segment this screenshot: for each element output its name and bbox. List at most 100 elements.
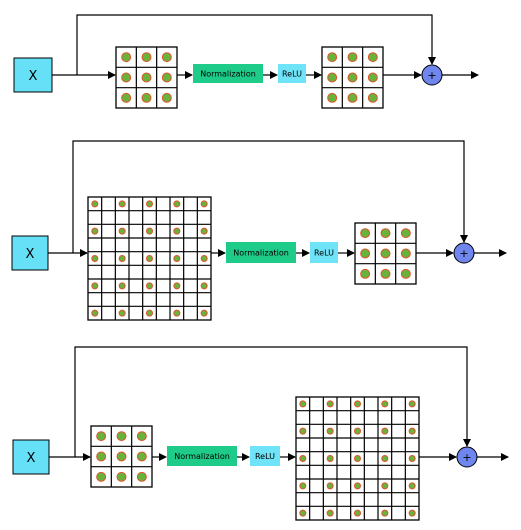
grid-dot bbox=[408, 454, 416, 463]
grid-dot bbox=[200, 282, 208, 290]
grid-dot bbox=[326, 400, 334, 408]
relu-box bbox=[310, 242, 338, 263]
input-grid bbox=[90, 425, 153, 488]
grid-dot bbox=[408, 427, 416, 435]
grid-dot bbox=[91, 282, 99, 290]
input-x-label: X bbox=[29, 69, 38, 84]
grid-dot bbox=[200, 254, 208, 263]
grid-dot bbox=[408, 482, 416, 490]
grid-dot bbox=[353, 454, 362, 463]
grid-dot bbox=[91, 254, 99, 263]
grid-dot bbox=[173, 282, 181, 290]
grid-dot bbox=[381, 400, 389, 408]
grid-dot bbox=[299, 427, 307, 435]
row-1: X Normalization ReLU + bbox=[13, 14, 479, 109]
grid-dot bbox=[91, 309, 99, 317]
input-x-label: X bbox=[27, 451, 36, 466]
grid-dot bbox=[299, 509, 307, 517]
grid-dot bbox=[367, 52, 378, 63]
grid-dot bbox=[326, 509, 334, 517]
grid-dot bbox=[353, 427, 362, 435]
normalization: Normalization bbox=[167, 446, 237, 466]
sum-symbol: + bbox=[427, 69, 436, 82]
grid-dot bbox=[347, 52, 358, 63]
grid-dot bbox=[145, 309, 154, 317]
skip-connection bbox=[76, 14, 436, 75]
grid-dot bbox=[145, 282, 154, 290]
grid-dot bbox=[118, 282, 126, 290]
grid-dot bbox=[400, 228, 411, 239]
output-grid bbox=[321, 46, 384, 109]
output-grid bbox=[354, 222, 417, 285]
input-x-label: X bbox=[26, 247, 35, 262]
grid-dot bbox=[161, 72, 172, 83]
normalization: Normalization bbox=[226, 242, 296, 263]
grid-dot bbox=[326, 427, 334, 435]
grid-dot bbox=[173, 227, 181, 235]
grid-dot bbox=[353, 482, 362, 490]
grid-dot bbox=[367, 72, 378, 83]
grid-dot bbox=[353, 509, 362, 517]
relu: ReLU bbox=[278, 64, 306, 83]
grid-dot bbox=[347, 72, 358, 83]
grid-dot bbox=[91, 227, 99, 235]
grid-dot bbox=[173, 254, 181, 263]
grid-dot bbox=[353, 400, 362, 408]
grid-dot bbox=[360, 248, 371, 259]
grid-dot bbox=[141, 72, 152, 83]
grid-dot bbox=[200, 227, 208, 235]
grid-dot bbox=[121, 92, 132, 103]
input-grid bbox=[115, 46, 178, 109]
relu-label: ReLU bbox=[314, 248, 334, 257]
grid-dot bbox=[200, 200, 208, 208]
grid-dot bbox=[327, 92, 338, 103]
grid-dot bbox=[381, 509, 389, 517]
grid-dot bbox=[381, 427, 389, 435]
grid-dot bbox=[360, 228, 371, 239]
grid-dot bbox=[380, 228, 391, 239]
grid-dot bbox=[118, 309, 126, 317]
grid-dot bbox=[347, 92, 358, 103]
grid-dot bbox=[136, 471, 147, 482]
grid-dot bbox=[326, 482, 334, 490]
grid-dot bbox=[380, 248, 391, 259]
grid-dot bbox=[136, 451, 147, 462]
normalization-box bbox=[167, 446, 237, 466]
normalization-label: Normalization bbox=[174, 452, 230, 461]
grid-dot bbox=[400, 268, 411, 279]
relu: ReLU bbox=[250, 446, 280, 466]
relu: ReLU bbox=[310, 242, 338, 263]
normalization-box bbox=[226, 242, 296, 263]
grid-dot bbox=[141, 52, 152, 63]
normalization-label: Normalization bbox=[200, 69, 256, 78]
skip-connection bbox=[74, 346, 471, 457]
relu-box bbox=[278, 64, 306, 83]
grid-dot bbox=[118, 227, 126, 235]
grid-dot bbox=[121, 72, 132, 83]
grid-dot bbox=[173, 309, 181, 317]
grid-dot bbox=[327, 52, 338, 63]
grid-dot bbox=[299, 400, 307, 408]
grid-dot bbox=[326, 454, 334, 463]
grid-dot bbox=[145, 200, 154, 208]
grid-dot bbox=[381, 482, 389, 490]
grid-dot bbox=[408, 509, 416, 517]
relu-label: ReLU bbox=[282, 69, 302, 78]
grid-dot bbox=[96, 451, 107, 462]
input-grid bbox=[87, 196, 212, 321]
output-grid bbox=[295, 396, 420, 521]
grid-dot bbox=[116, 431, 127, 442]
grid-dot bbox=[400, 248, 411, 259]
grid-dot bbox=[367, 92, 378, 103]
grid-dot bbox=[145, 227, 154, 235]
grid-dot bbox=[96, 431, 107, 442]
grid-dot bbox=[118, 254, 126, 263]
grid-dot bbox=[136, 431, 147, 442]
grid-dot bbox=[118, 200, 126, 208]
grid-dot bbox=[200, 309, 208, 317]
input-x-box bbox=[13, 57, 53, 93]
grid-dot bbox=[360, 268, 371, 279]
